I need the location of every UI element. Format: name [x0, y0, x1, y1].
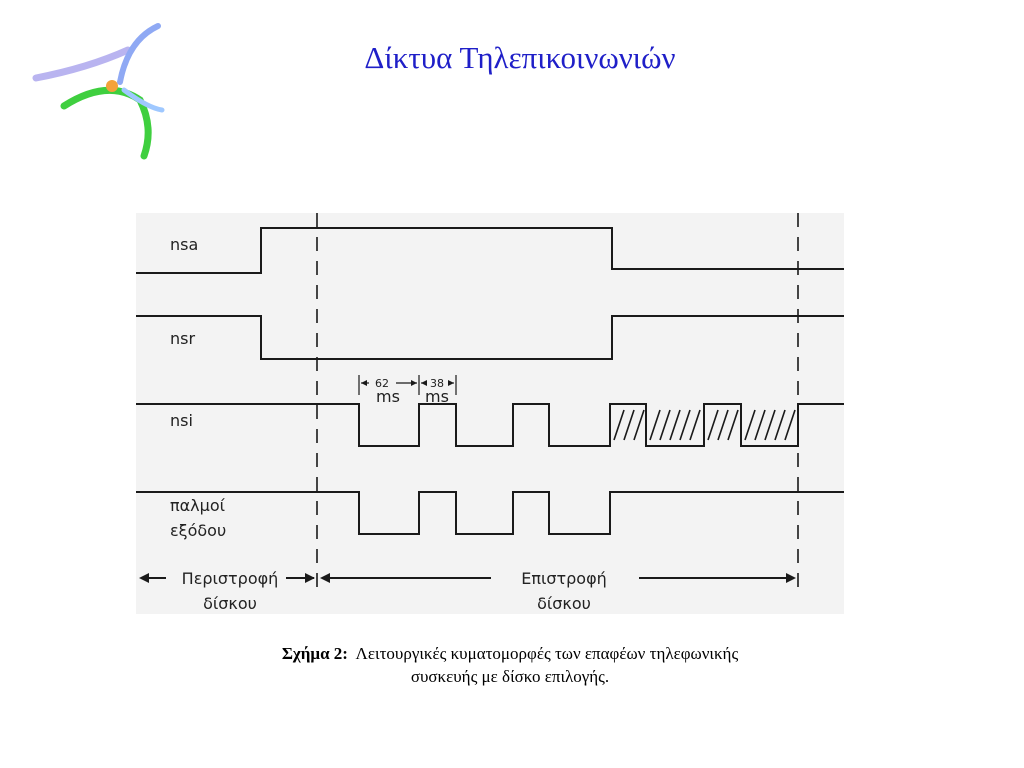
caption-line-1: Σχήμα 2: Λειτουργικές κυματομορφές των ε…: [140, 642, 880, 665]
signal-label-output-1: παλμοί: [170, 496, 226, 515]
timing-38-value: 38: [430, 377, 444, 390]
nsr-waveform: [136, 315, 844, 360]
page-title: Δίκτυα Τηλεπικοινωνιών: [364, 40, 676, 75]
figure-caption: Σχήμα 2: Λειτουργικές κυματομορφές των ε…: [140, 642, 880, 688]
signal-label-nsi: nsi: [170, 411, 193, 430]
nsa-waveform: [136, 227, 844, 274]
caption-label: Σχήμα 2:: [281, 644, 348, 663]
caption-text-2: συσκευής με δίσκο επιλογής.: [410, 667, 610, 686]
timing-38-unit: ms: [425, 387, 449, 406]
phase-rotation-label-1: Περιστροφή: [182, 569, 279, 588]
phase-return-label-2: δίσκου: [537, 594, 591, 613]
signal-label-output-2: εξόδου: [170, 521, 226, 540]
phase-rotation-label-2: δίσκου: [203, 594, 257, 613]
signal-label-nsr: nsr: [170, 329, 195, 348]
caption-text-1: Λειτουργικές κυματομορφές των επαφέων τη…: [355, 644, 739, 663]
output-pulses-waveform: [136, 491, 844, 535]
timing-62-value: 62: [375, 377, 389, 390]
logo-icon: [28, 20, 168, 160]
timing-diagram: 62 ms 38 ms nsa nsr nsi παλμοί εξόδου Πε…: [136, 213, 844, 614]
timing-62-unit: ms: [376, 387, 400, 406]
hatched-regions: [613, 409, 796, 441]
phase-return-label-1: Επιστροφή: [521, 569, 607, 588]
nsi-waveform: [136, 403, 844, 447]
signal-label-nsa: nsa: [170, 235, 198, 254]
